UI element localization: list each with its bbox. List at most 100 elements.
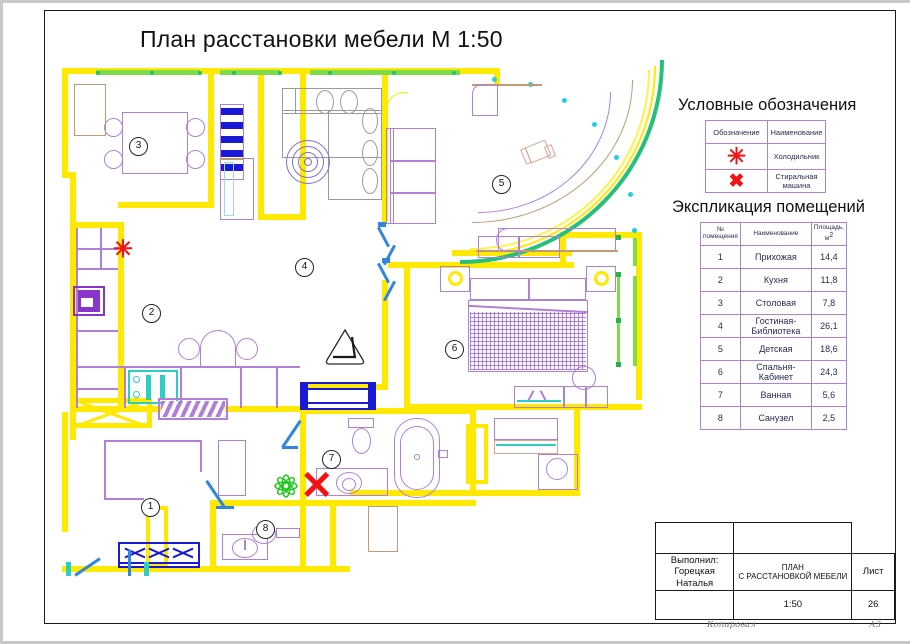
desk-chair	[572, 366, 596, 390]
room-area-cell: 2,5	[810, 406, 847, 430]
window-marker	[328, 71, 332, 75]
corridor-wardrobe	[220, 104, 244, 180]
washing-machine-symbol: ✕	[300, 464, 334, 508]
legend-header-symbol: Обозначение	[705, 120, 768, 144]
room-name-cell: Детская	[739, 337, 812, 361]
cross-icon: ✖	[728, 170, 745, 192]
dining-chair	[104, 150, 123, 169]
hall-console-2	[494, 440, 558, 454]
kitchen-appliance-door	[81, 298, 93, 307]
schedule-heading: Экспликация помещений	[672, 198, 865, 216]
window-marker	[392, 71, 396, 75]
kitchen-counter-line	[76, 388, 118, 390]
bookcase	[390, 128, 436, 224]
entry-door-jamb-1	[66, 562, 71, 576]
sofa-cushion	[316, 90, 334, 114]
copy-stamp: Копировал А3	[655, 620, 895, 630]
room-area-cell: 7,8	[810, 291, 847, 315]
room-no-cell: 1	[700, 245, 741, 269]
title-block-scale-row: 1:50 26	[654, 590, 895, 620]
toilet-room7-tank	[348, 418, 374, 428]
window-marker-square	[616, 235, 621, 240]
wardrobe-shelf	[221, 108, 243, 115]
wall-left-outer2	[70, 172, 76, 228]
window-marker-square	[616, 318, 621, 323]
kitchen-counter-left	[76, 228, 78, 408]
schedule-header-name: Наименование	[739, 222, 812, 246]
sheet-number-cell: 26	[851, 590, 895, 620]
dining-sideboard	[74, 84, 106, 136]
wall-corridor-left	[258, 68, 264, 220]
wall-bath-right	[470, 404, 476, 496]
legend-header-row: Обозначение Наименование	[705, 120, 826, 144]
kitchen-rug	[158, 398, 228, 420]
lamp-left	[448, 271, 463, 286]
room5-sofa-edge	[498, 250, 618, 252]
bed-frame	[468, 300, 588, 372]
sofa-cushion	[340, 90, 358, 114]
wall-dining-right	[208, 68, 214, 208]
window-top-3	[310, 70, 460, 75]
kitchen-appliance	[73, 286, 105, 316]
window-marker	[278, 71, 282, 75]
hall-wardrobe-t	[104, 440, 200, 442]
room-no-cell: 2	[700, 268, 741, 292]
bar-counter	[200, 330, 236, 368]
door-leaf-bath	[282, 446, 298, 449]
wall-kitchen-niche-h	[70, 222, 124, 228]
room-area-cell: 18,6	[810, 337, 847, 361]
window-marker	[150, 71, 154, 75]
legend-heading: Условные обозначения	[678, 96, 857, 114]
round-rug-center	[304, 158, 312, 166]
nightstand-left	[440, 266, 470, 292]
room-number-4: 4	[295, 258, 314, 277]
window-marker-square	[616, 362, 621, 367]
room-name-cell: Гостиная-Библиотека	[739, 314, 812, 338]
hall-wardrobe-b	[104, 498, 144, 500]
dining-chair	[186, 118, 205, 137]
dining-chair	[186, 150, 205, 169]
desk-drawer	[586, 386, 608, 408]
room5-sofa-arm	[496, 228, 522, 252]
drawing-name-1: ПЛАН	[781, 562, 804, 572]
folding-door-hinge	[378, 222, 386, 227]
wall-hall-vert	[330, 500, 336, 572]
corner-chair	[546, 458, 568, 480]
bay-marker	[632, 228, 637, 233]
author-cell: Выполнил: Горецкая Наталья	[654, 553, 735, 591]
wall-bath-left	[300, 408, 306, 536]
bar-stool	[178, 338, 200, 360]
title-block-blank	[654, 590, 735, 620]
bathtub	[394, 418, 440, 498]
room-area-cell: 11,8	[810, 268, 847, 292]
asterisk-icon: ✳	[726, 143, 747, 169]
author-name-2: Наталья	[676, 577, 714, 589]
nightstand-right	[586, 266, 616, 292]
sink-room7-basin	[342, 478, 356, 491]
sofa-cushion	[362, 168, 378, 194]
radiator-bar	[302, 388, 374, 390]
room-number-7: 7	[322, 450, 341, 469]
title-block-table: Выполнил: Горецкая Наталья ПЛАН С РАССТА…	[654, 522, 895, 620]
wall-right-top	[560, 232, 642, 238]
room-number-3: 3	[129, 137, 148, 156]
bay-marker	[614, 155, 619, 160]
bathtub-tap	[438, 450, 448, 458]
kitchen-counter-line	[76, 330, 118, 332]
wall-bay-bottom	[560, 232, 566, 262]
sink-room8	[222, 534, 268, 560]
schedule-header-area: Площадь,м2	[810, 222, 847, 246]
kitchen-counter-v3	[240, 366, 242, 408]
bathtub-drain	[414, 454, 420, 460]
room-name-cell: Кухня	[739, 268, 812, 292]
bed-headboard-split	[528, 278, 530, 300]
sofa-arm-left	[282, 88, 296, 114]
room-area-cell: 24,3	[810, 360, 847, 384]
legend-symbol-washer: ✖	[705, 169, 768, 193]
